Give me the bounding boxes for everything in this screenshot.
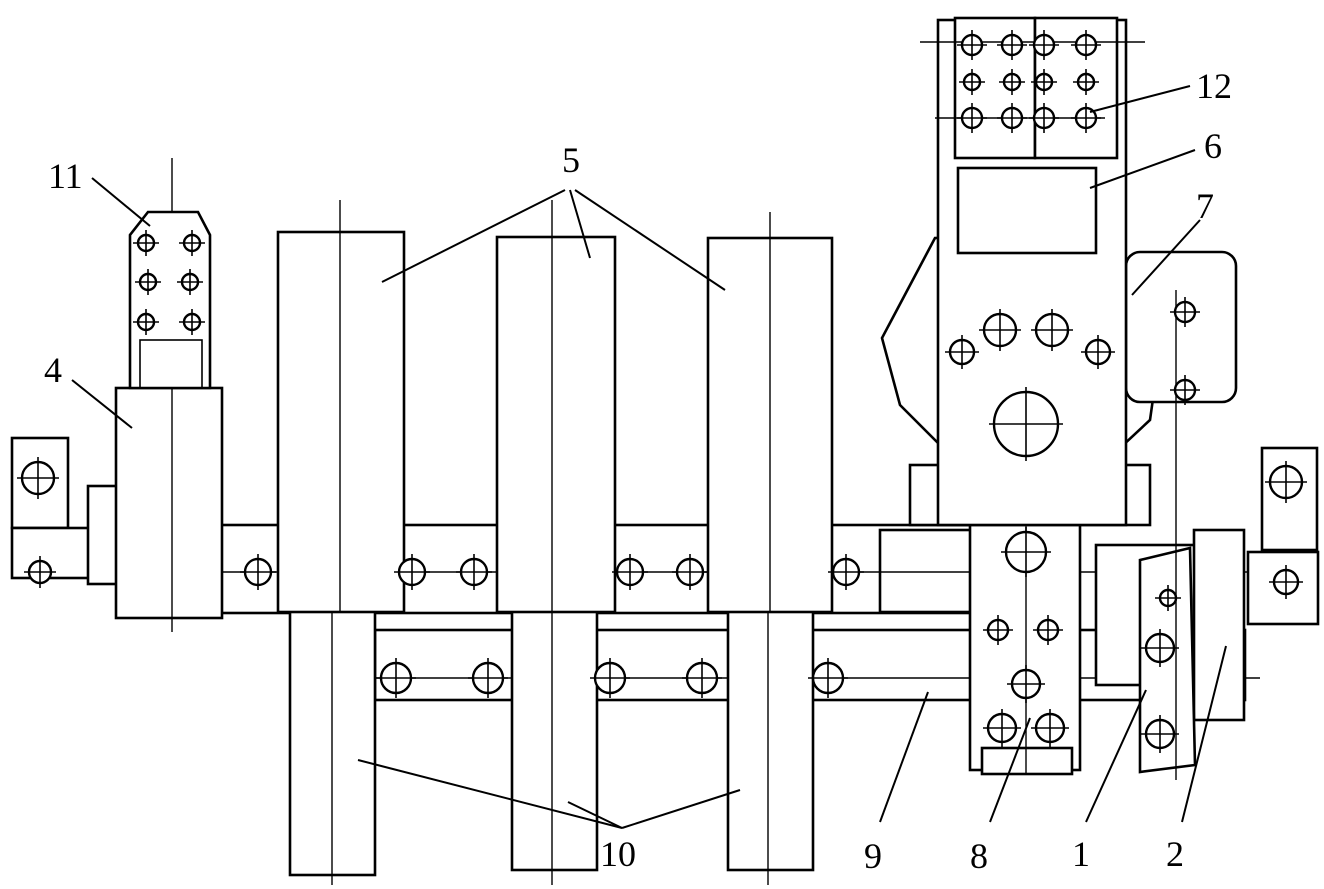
bolt-icon (1073, 69, 1099, 95)
left-bracket (10, 436, 120, 586)
callout-12: 12 (1196, 66, 1232, 106)
bolt-icon (133, 230, 159, 256)
leader-4 (71, 379, 133, 429)
bolt-icon (808, 658, 848, 698)
callouts: 11 4 5 12 6 7 10 9 8 1 2 (44, 66, 1232, 876)
leader-9 (879, 691, 929, 823)
leader-lines (71, 85, 1227, 829)
bolt-icon (999, 69, 1025, 95)
lower-arms (288, 603, 815, 885)
bolt-icon (133, 309, 159, 335)
coil-4 (114, 158, 224, 632)
bolt-icon (135, 269, 161, 295)
bolt-icon (957, 30, 987, 60)
callout-10: 10 (600, 834, 636, 874)
leader-8 (989, 717, 1031, 823)
bolt-icon (1071, 30, 1101, 60)
callout-1: 1 (1072, 834, 1090, 874)
callout-5: 5 (562, 140, 580, 180)
leader-5a (381, 189, 566, 283)
bolt-icon (1170, 297, 1200, 327)
bolt-icon (945, 335, 979, 369)
bolt-icon (1141, 629, 1179, 667)
bolt-icon (1031, 69, 1057, 95)
bolt-icon (979, 309, 1021, 351)
leader-2 (1181, 645, 1227, 823)
bolt-icon (1269, 565, 1303, 599)
bolt-icon (1029, 30, 1059, 60)
leader-5b (569, 189, 591, 259)
bolt-icon (1033, 615, 1063, 645)
leader-12 (1089, 85, 1191, 113)
bolt-icon (997, 30, 1027, 60)
bolt-icon (1071, 103, 1101, 133)
callout-8: 8 (970, 836, 988, 876)
bolt-icon (1029, 103, 1059, 133)
bolt-icon (1031, 309, 1073, 351)
bolt-icon (1081, 335, 1115, 369)
bolt-icon (179, 309, 205, 335)
auxiliary-switch-11 (128, 210, 212, 390)
bolt-icon (468, 658, 508, 698)
callout-4: 4 (44, 350, 62, 390)
callout-7: 7 (1196, 186, 1214, 226)
leader-1 (1085, 689, 1147, 823)
bolt-icon (17, 457, 59, 499)
bolt-icon (179, 230, 205, 256)
bolt-icon (456, 554, 492, 590)
bolt-icon (959, 69, 985, 95)
bolt-icon (983, 709, 1021, 747)
leader-6 (1089, 149, 1196, 189)
bolt-icon (1007, 665, 1045, 703)
bolt-icon (1155, 585, 1181, 611)
leader-10b (567, 801, 623, 829)
bolt-icon (1001, 527, 1051, 577)
bolt-icon (590, 658, 630, 698)
bolt-icon (240, 554, 276, 590)
bolt-icon (957, 103, 987, 133)
callout-6: 6 (1204, 126, 1222, 166)
poles-5 (276, 200, 834, 614)
bolt-icon (376, 658, 416, 698)
bolt-icon (1170, 375, 1200, 405)
leader-10a (357, 759, 623, 829)
callout-2: 2 (1166, 834, 1184, 874)
leader-11 (91, 177, 151, 227)
bolt-icon (1031, 709, 1069, 747)
bolt-icon (997, 103, 1027, 133)
bolt-icon (1265, 461, 1307, 503)
bolt-icon (828, 554, 864, 590)
bolt-icon (989, 387, 1063, 461)
bolt-icon (983, 615, 1013, 645)
bolts (17, 30, 1307, 753)
bolt-icon (682, 658, 722, 698)
bolt-icon (612, 554, 648, 590)
callout-11: 11 (48, 156, 83, 196)
bolt-icon (24, 556, 56, 588)
callout-9: 9 (864, 836, 882, 876)
bolt-icon (1141, 715, 1179, 753)
bolt-icon (394, 554, 430, 590)
leader-10c (621, 789, 741, 829)
leader-7 (1131, 219, 1201, 296)
bolt-icon (672, 554, 708, 590)
bolt-icon (177, 269, 203, 295)
leader-5c (574, 189, 726, 291)
